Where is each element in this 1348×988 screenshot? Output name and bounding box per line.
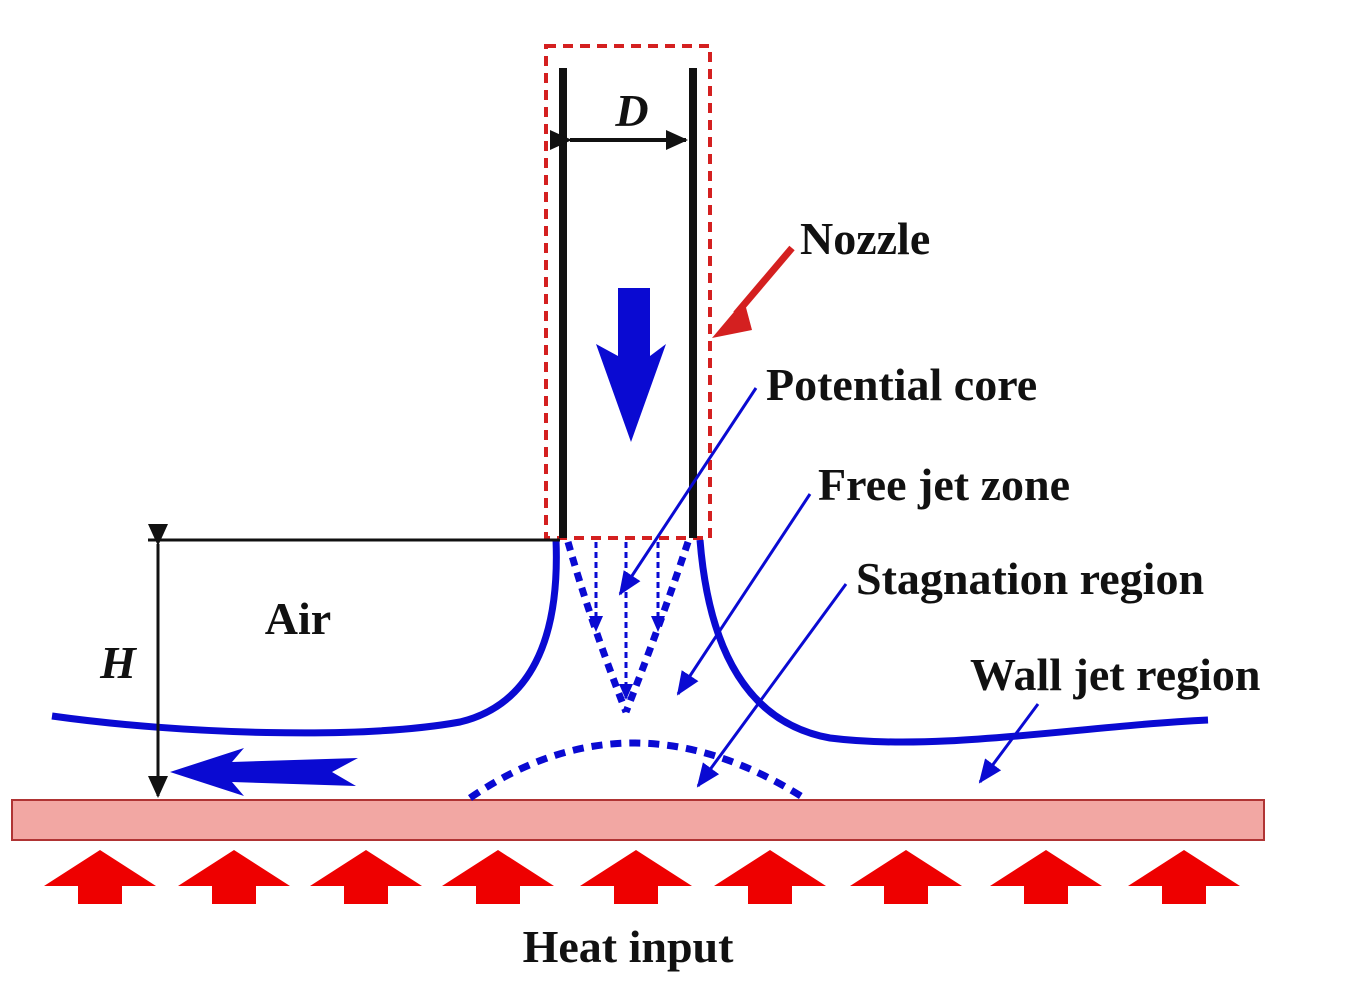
up-arrow-icon: [714, 850, 826, 904]
potential-core-leader: [618, 387, 758, 596]
up-arrow-icon: [990, 850, 1102, 904]
heat-arrows: [44, 850, 1240, 904]
down-arrow-icon: [596, 288, 666, 442]
up-arrow-icon: [580, 850, 692, 904]
up-arrow-icon: [850, 850, 962, 904]
wall-jet-region-leader: [978, 703, 1040, 784]
diameter-label: D: [614, 85, 648, 136]
potential-core: [564, 540, 692, 714]
free-jet-zone-leader: [676, 493, 812, 696]
stagnation-region-leader: [696, 583, 848, 788]
height-label: H: [99, 637, 137, 688]
nozzle-outline: [544, 44, 712, 540]
stagnation-arc: [468, 739, 806, 801]
nozzle-pointer-arrow: [712, 245, 795, 338]
up-arrow-icon: [44, 850, 156, 904]
nozzle-label: Nozzle: [800, 213, 930, 264]
air-label: Air: [265, 593, 331, 644]
up-arrow-icon: [442, 850, 554, 904]
potential-core-label: Potential core: [766, 359, 1037, 410]
left-arrow-icon: [170, 748, 358, 796]
up-arrow-icon: [178, 850, 290, 904]
heat-input-label: Heat input: [523, 921, 735, 972]
stagnation-region-label: Stagnation region: [856, 553, 1204, 604]
up-arrow-icon: [310, 850, 422, 904]
up-arrow-icon: [1128, 850, 1240, 904]
heated-plate: [11, 799, 1265, 841]
free-jet-zone-label: Free jet zone: [818, 459, 1070, 510]
wall-jet-region-label: Wall jet region: [970, 649, 1260, 700]
